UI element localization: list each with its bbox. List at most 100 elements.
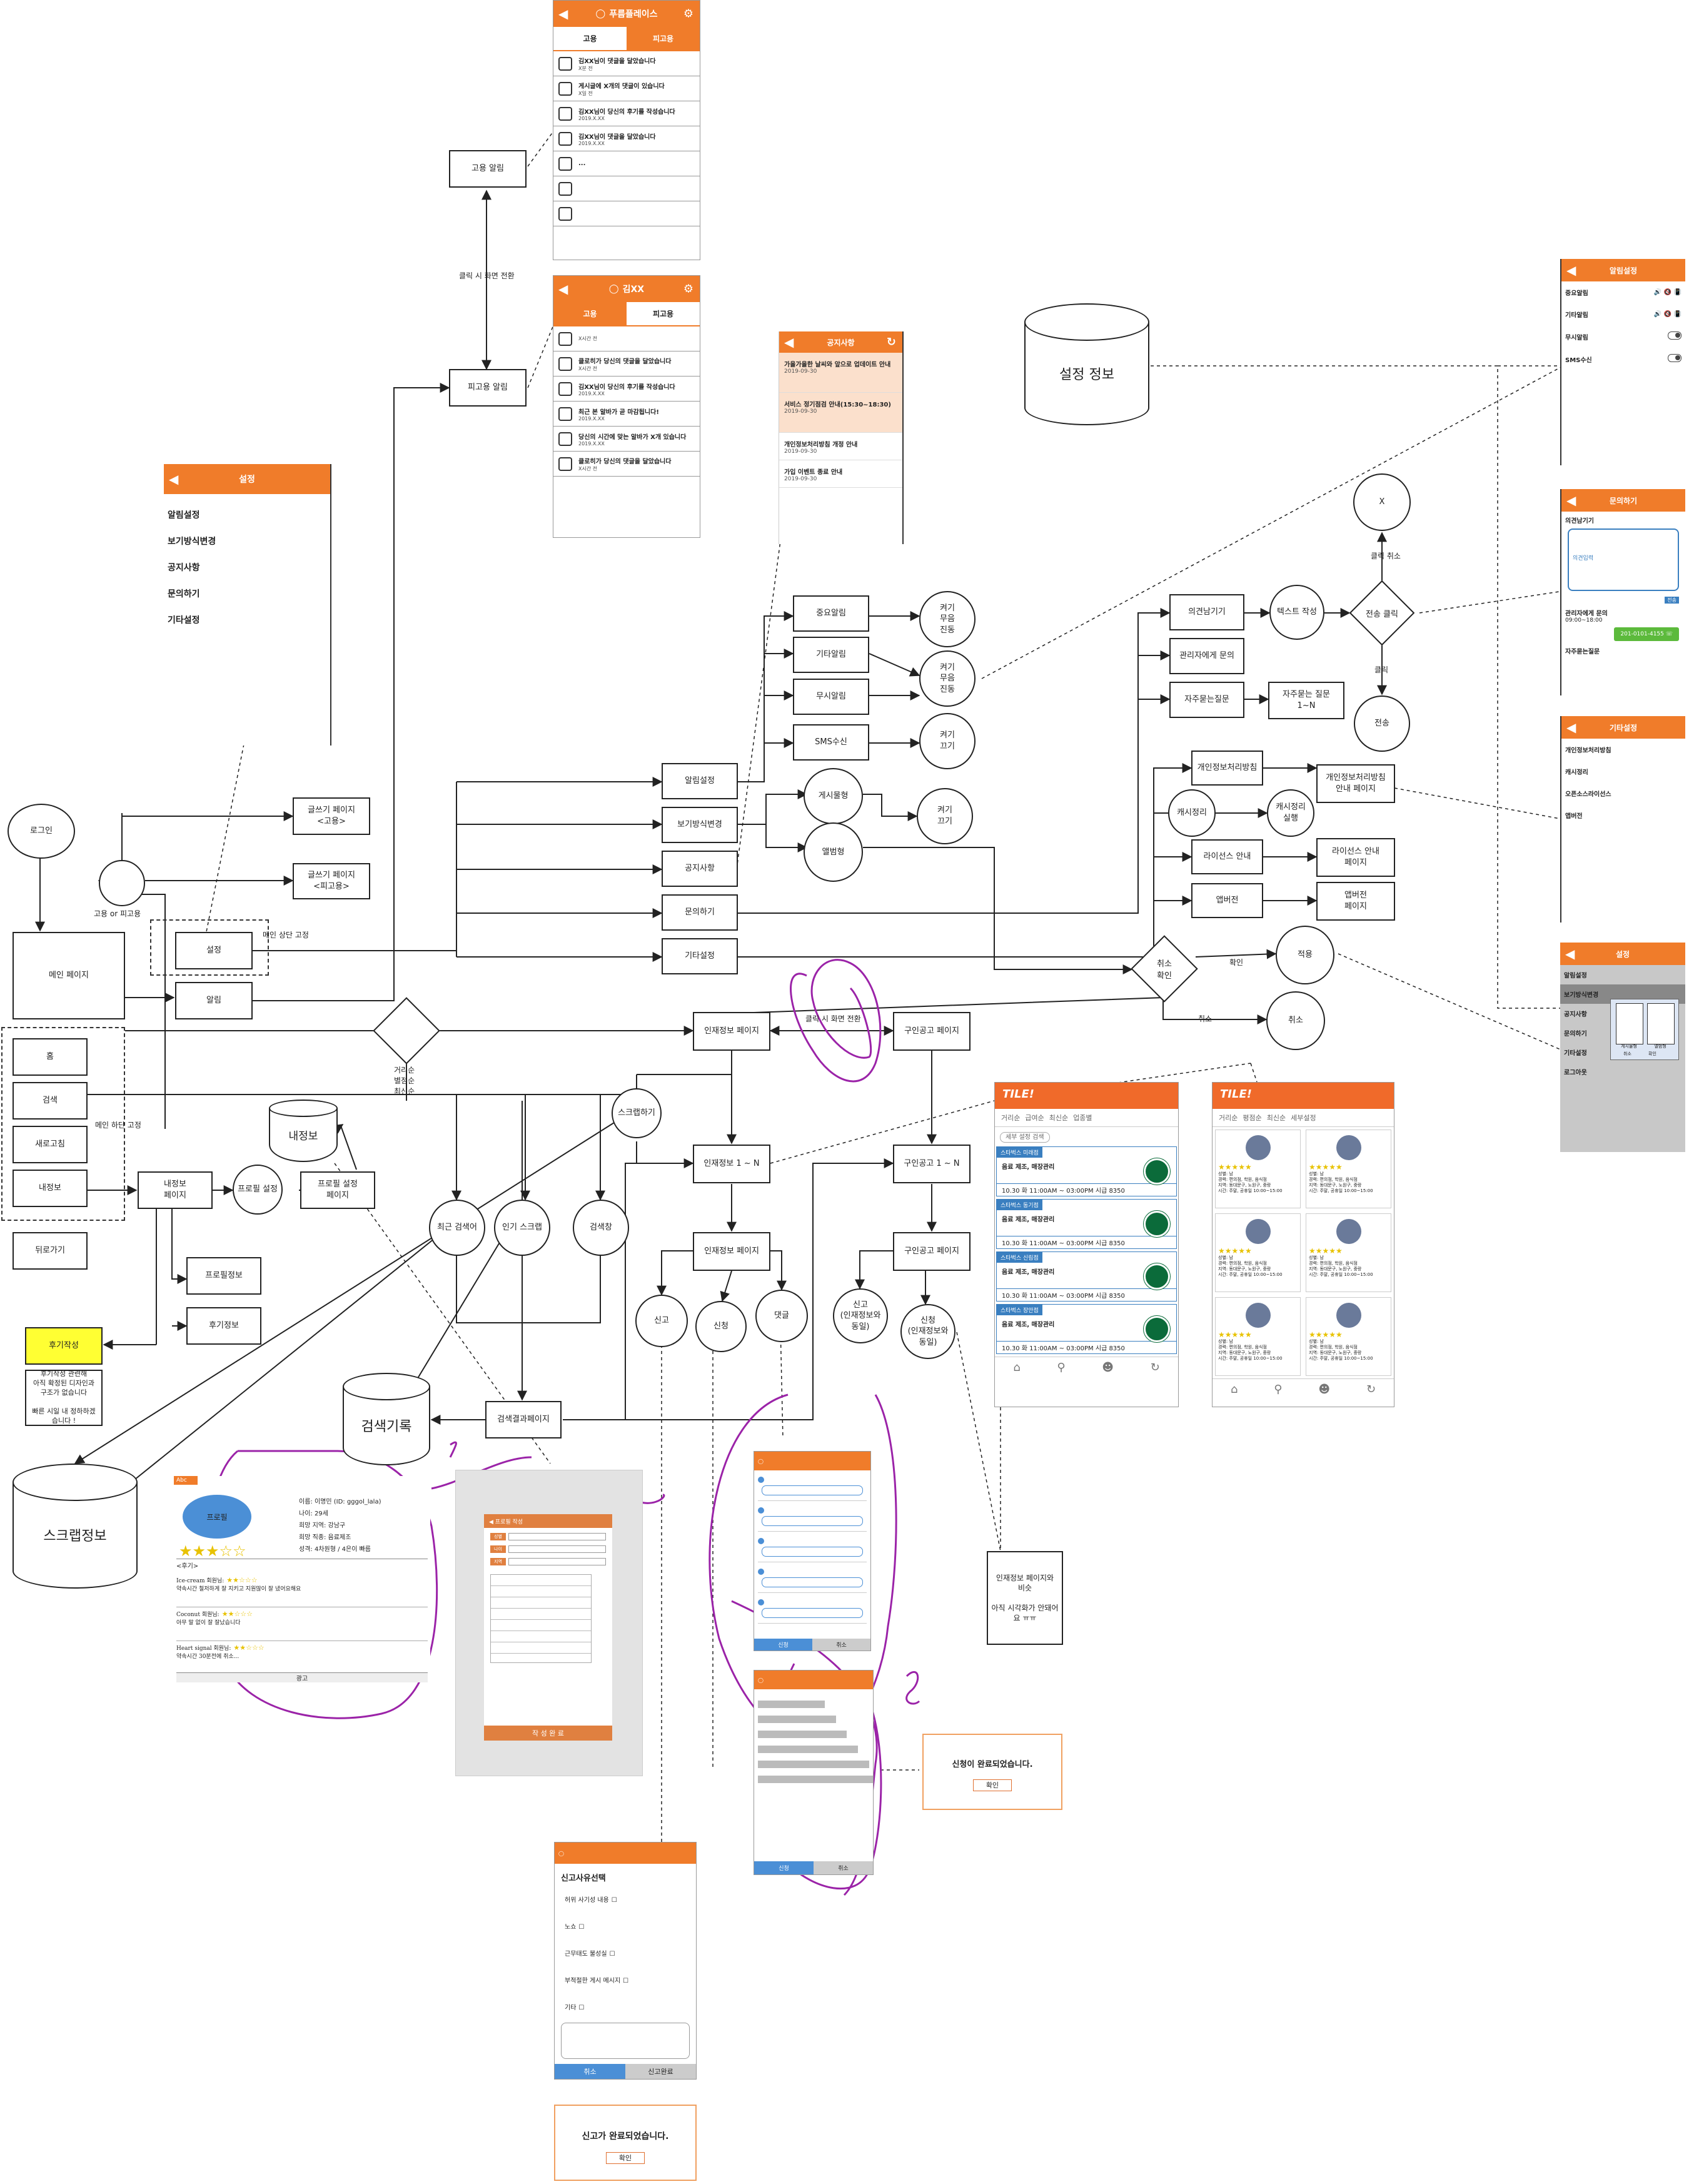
gear-icon[interactable]: ⚙ [683,7,693,21]
album-preview[interactable] [1647,1003,1675,1044]
popup-ok-button[interactable]: 확인 [1648,1051,1656,1056]
popup-cancel-button[interactable]: 취소 [1623,1051,1631,1056]
refresh-icon[interactable]: ↻ [1366,1383,1376,1396]
toggle-switch[interactable] [1668,331,1681,340]
send-button[interactable]: 전송 [1665,597,1679,604]
checkbox-icon[interactable]: ☐ [578,2005,585,2011]
refresh-icon[interactable]: ↻ [886,335,896,349]
mute-icon[interactable]: 🔇 [1661,289,1672,296]
settings-item[interactable]: 보기방식변경 [168,537,216,547]
comment-input[interactable] [762,1577,863,1587]
apply-button[interactable]: 신청 [754,1861,814,1874]
inquiry-textbox[interactable]: 의견입력 [1568,528,1679,591]
home-icon[interactable]: ⌂ [1230,1383,1238,1396]
alarm-row[interactable] [553,201,700,226]
comment-input[interactable] [762,1516,863,1526]
report-option[interactable]: 부적절한 게시 메시지☐ [565,1978,629,1984]
filter-option[interactable]: 급여순 [1025,1114,1044,1122]
other-setting-item[interactable]: 캐시정리 [1565,769,1588,776]
gear-icon[interactable]: ⚙ [683,282,693,296]
back-arrow-icon[interactable]: ◀ [558,281,568,296]
back-arrow-icon[interactable]: ◀ [1565,946,1575,961]
settings-item[interactable]: 문의하기 [168,589,200,599]
checkbox-icon[interactable]: ☐ [609,1951,615,1958]
apply-form-field[interactable] [758,1761,869,1768]
tab-worker[interactable]: 피고용 [627,302,700,326]
filter-option[interactable]: 거리순 [1219,1114,1238,1122]
apply-done-ok-button[interactable]: 확인 [972,1779,1012,1791]
filter-option[interactable]: 거리순 [1001,1114,1021,1122]
settings-item[interactable]: 공지사항 [168,563,200,573]
vibrate-icon[interactable]: 📳 [1671,311,1681,318]
cancel-button[interactable]: 취소 [814,1861,873,1874]
refresh-icon[interactable]: ↻ [1150,1361,1160,1374]
sound-on-icon[interactable]: 🔊 [1653,311,1662,318]
talent-card[interactable]: ★★★★★성별: 남 경력: 편의점, 학원, 음식점 지역: 동대문구, 노원… [1215,1130,1301,1208]
settings-item[interactable]: 기타설정 [168,615,200,625]
schedule-grid[interactable] [490,1574,592,1663]
report-option[interactable]: 근무태도 불성실☐ [565,1951,615,1958]
alarm-row[interactable] [553,176,700,201]
profile-edit-field[interactable]: 성별 [490,1533,606,1540]
settings-item[interactable]: 알림설정 [168,510,200,520]
checkbox-icon[interactable]: ☐ [578,1924,585,1931]
talent-card[interactable]: ★★★★★성별: 남 경력: 편의점, 학원, 음식점 지역: 동대문구, 노원… [1306,1297,1391,1376]
report-option[interactable]: 허위 사기성 내용☐ [565,1897,617,1904]
settings-popup-item[interactable]: 문의하기 [1564,1031,1587,1038]
filter-option[interactable]: 세부설정 [1291,1114,1316,1122]
back-arrow-icon[interactable]: ◀ [1566,720,1576,735]
home-icon[interactable]: ⌂ [1013,1361,1021,1374]
toggle-switch[interactable] [1668,354,1681,362]
back-arrow-icon[interactable]: ◀ [558,6,568,21]
back-arrow-icon[interactable]: ◀ [169,472,179,487]
talent-card[interactable]: ★★★★★성별: 남 경력: 편의점, 학원, 음식점 지역: 동대문구, 노원… [1306,1130,1391,1208]
report-option[interactable]: 기타☐ [565,2005,585,2011]
other-setting-item[interactable]: 앱버전 [1565,813,1583,820]
report-cancel-button[interactable]: 취소 [555,2064,625,2079]
back-arrow-icon[interactable]: ◀ [1566,263,1576,278]
call-button[interactable]: 201-0101-4155 ☏ [1614,627,1679,641]
board-preview[interactable] [1616,1003,1643,1044]
user-icon[interactable]: ☻ [1318,1383,1331,1396]
report-etc-textbox[interactable] [561,2023,690,2059]
filter-option[interactable]: 업종별 [1073,1114,1092,1122]
vibrate-icon[interactable]: 📳 [1671,289,1681,296]
tab-employer[interactable]: 고용 [553,27,627,51]
faq-link[interactable]: 자주묻는질문 [1565,649,1600,655]
cancel-button[interactable]: 취소 [812,1639,870,1651]
apply-button[interactable]: 신청 [754,1639,812,1651]
apply-form-field[interactable] [758,1701,825,1708]
user-icon[interactable]: ☻ [1102,1361,1114,1374]
submit-profile-button[interactable]: 작 성 완 료 [484,1726,612,1741]
search-icon[interactable]: ⚲ [1274,1383,1283,1396]
search-icon[interactable]: ⚲ [1057,1361,1066,1374]
back-arrow-icon[interactable]: ◀ [1566,493,1576,508]
apply-form-field[interactable] [758,1776,873,1783]
filter-option[interactable]: 최신순 [1266,1114,1286,1122]
talent-card[interactable]: ★★★★★성별: 남 경력: 편의점, 학원, 음식점 지역: 동대문구, 노원… [1215,1297,1301,1376]
report-submit-button[interactable]: 신고완료 [625,2064,696,2079]
profile-edit-field[interactable]: 나이 [490,1545,606,1553]
alarm-row[interactable]: 최근 본 알바가 곧 마감됩니다!2019.X.XX [553,402,700,427]
comment-input[interactable] [762,1608,863,1618]
settings-popup-item[interactable]: 기타설정 [1564,1050,1587,1057]
tab-employer[interactable]: 고용 [553,302,627,326]
report-done-ok-button[interactable]: 확인 [605,2152,645,2164]
talent-card[interactable]: ★★★★★성별: 남 경력: 편의점, 학원, 음식점 지역: 동대문구, 노원… [1306,1213,1391,1292]
comment-input[interactable] [762,1485,863,1495]
apply-form-field[interactable] [758,1731,847,1738]
settings-popup-item[interactable]: 공지사항 [1564,1011,1587,1018]
detail-search-chip[interactable]: 세부 설정 검색 [1000,1132,1050,1143]
tab-worker[interactable]: 피고용 [627,27,700,51]
